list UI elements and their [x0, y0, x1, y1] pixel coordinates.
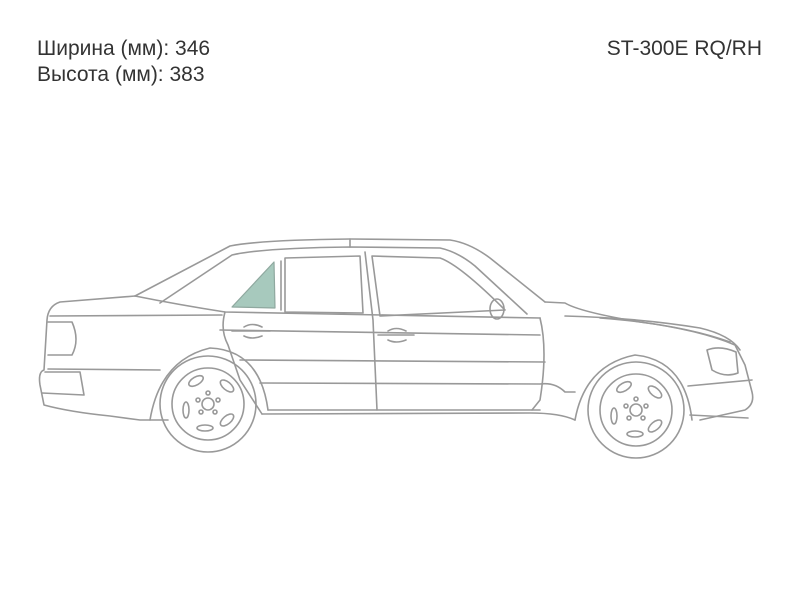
height-label: Высота (мм): 383 — [37, 63, 205, 86]
dimensions-block: Ширина (мм): 346 Высота (мм): 383 — [37, 36, 210, 88]
width-label: Ширина (мм): 346 — [37, 37, 211, 60]
product-code: ST-300E RQ/RH — [606, 37, 762, 60]
quarter-glass-highlight — [231, 261, 276, 309]
